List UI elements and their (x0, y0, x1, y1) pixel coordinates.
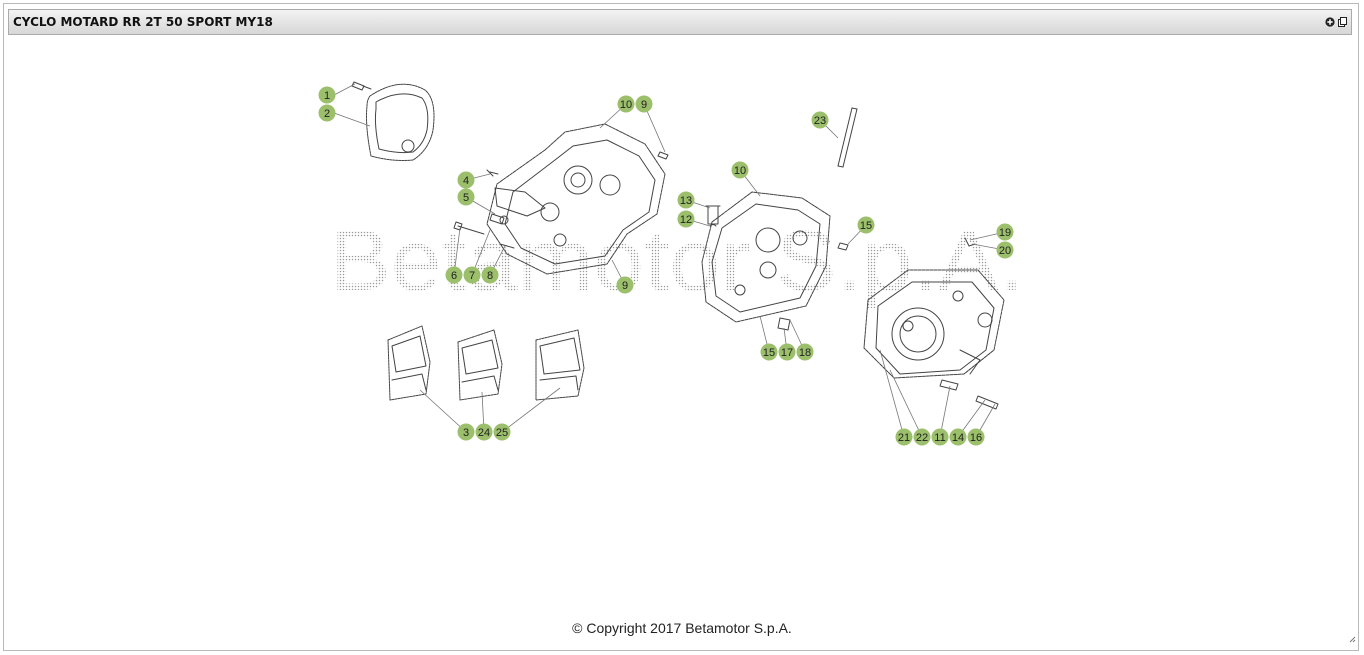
part-reed-valve-1 (387, 325, 431, 401)
part-stud-23 (837, 107, 858, 168)
add-icon[interactable] (1325, 17, 1335, 27)
callout-label: 21 (898, 432, 910, 444)
part-bolt-1 (351, 81, 372, 91)
callout-label: 15 (860, 220, 872, 232)
callout-label: 10 (734, 165, 746, 177)
callout-label: 23 (814, 115, 826, 127)
callout-15[interactable]: 15 (760, 343, 778, 361)
callout-label: 12 (680, 214, 692, 226)
callout-20[interactable]: 20 (996, 241, 1014, 259)
callout-label: 2 (324, 108, 330, 120)
callout-label: 11 (934, 432, 945, 444)
callout-10[interactable]: 10 (731, 161, 749, 179)
callout-label: 24 (478, 427, 490, 439)
part-reed-valve-3 (535, 329, 585, 401)
popout-icon[interactable] (1338, 17, 1347, 27)
callout-3[interactable]: 3 (457, 423, 475, 441)
callout-label: 22 (916, 432, 928, 444)
callout-label: 10 (620, 99, 632, 111)
callout-23[interactable]: 23 (811, 111, 829, 129)
callout-18[interactable]: 18 (796, 343, 814, 361)
part-crankcase-left (486, 123, 669, 275)
callout-13[interactable]: 13 (677, 191, 695, 209)
callout-label: 3 (463, 427, 469, 439)
callout-7[interactable]: 7 (463, 266, 481, 284)
callout-2[interactable]: 2 (318, 104, 336, 122)
callout-1[interactable]: 1 (318, 86, 336, 104)
panel-title: CYCLO MOTARD RR 2T 50 SPORT MY18 (13, 15, 273, 29)
callout-5[interactable]: 5 (457, 188, 475, 206)
callout-9[interactable]: 9 (616, 276, 634, 294)
callout-label: 8 (487, 270, 493, 282)
callout-16[interactable]: 16 (967, 428, 985, 446)
callout-17[interactable]: 17 (778, 343, 796, 361)
callout-label: 20 (999, 245, 1011, 257)
part-crankcase-right (701, 191, 849, 331)
part-cover-2 (366, 83, 435, 161)
callout-24[interactable]: 24 (475, 423, 493, 441)
part-reed-valve-2 (457, 329, 503, 401)
part-side-cover (863, 237, 1005, 410)
callout-6[interactable]: 6 (445, 266, 463, 284)
callout-label: 18 (799, 347, 811, 359)
callout-label: 4 (463, 175, 469, 187)
callout-12[interactable]: 12 (677, 210, 695, 228)
callout-22[interactable]: 22 (913, 428, 931, 446)
titlebar-icons (1325, 17, 1347, 27)
callout-4[interactable]: 4 (457, 171, 475, 189)
callout-8[interactable]: 8 (481, 266, 499, 284)
callout-label: 17 (781, 347, 793, 359)
callout-10[interactable]: 10 (617, 95, 635, 113)
callout-label: 1 (324, 90, 330, 102)
callout-label: 25 (496, 427, 508, 439)
resize-grip-icon[interactable] (1349, 630, 1356, 648)
callout-15[interactable]: 15 (857, 216, 875, 234)
callout-label: 7 (469, 270, 475, 282)
callout-label: 9 (622, 280, 628, 292)
callout-25[interactable]: 25 (493, 423, 511, 441)
callout-label: 19 (999, 227, 1011, 239)
callout-label: 15 (763, 347, 775, 359)
callout-label: 13 (680, 195, 692, 207)
callout-label: 6 (451, 270, 457, 282)
part-fasteners-4-8 (453, 213, 515, 249)
callout-label: 5 (463, 192, 469, 204)
copyright-text: © Copyright 2017 Betamotor S.p.A. (572, 620, 792, 636)
callout-label: 14 (952, 432, 964, 444)
callout-21[interactable]: 21 (895, 428, 913, 446)
callout-14[interactable]: 14 (949, 428, 967, 446)
callout-label: 9 (641, 99, 647, 111)
watermark: Betamotor S.p.A. (330, 213, 1024, 309)
panel-titlebar: CYCLO MOTARD RR 2T 50 SPORT MY18 (8, 9, 1352, 35)
callout-9[interactable]: 9 (635, 95, 653, 113)
callout-19[interactable]: 19 (996, 223, 1014, 241)
callout-11[interactable]: 11 (931, 428, 949, 446)
callout-label: 16 (970, 432, 982, 444)
panel (3, 3, 1359, 651)
